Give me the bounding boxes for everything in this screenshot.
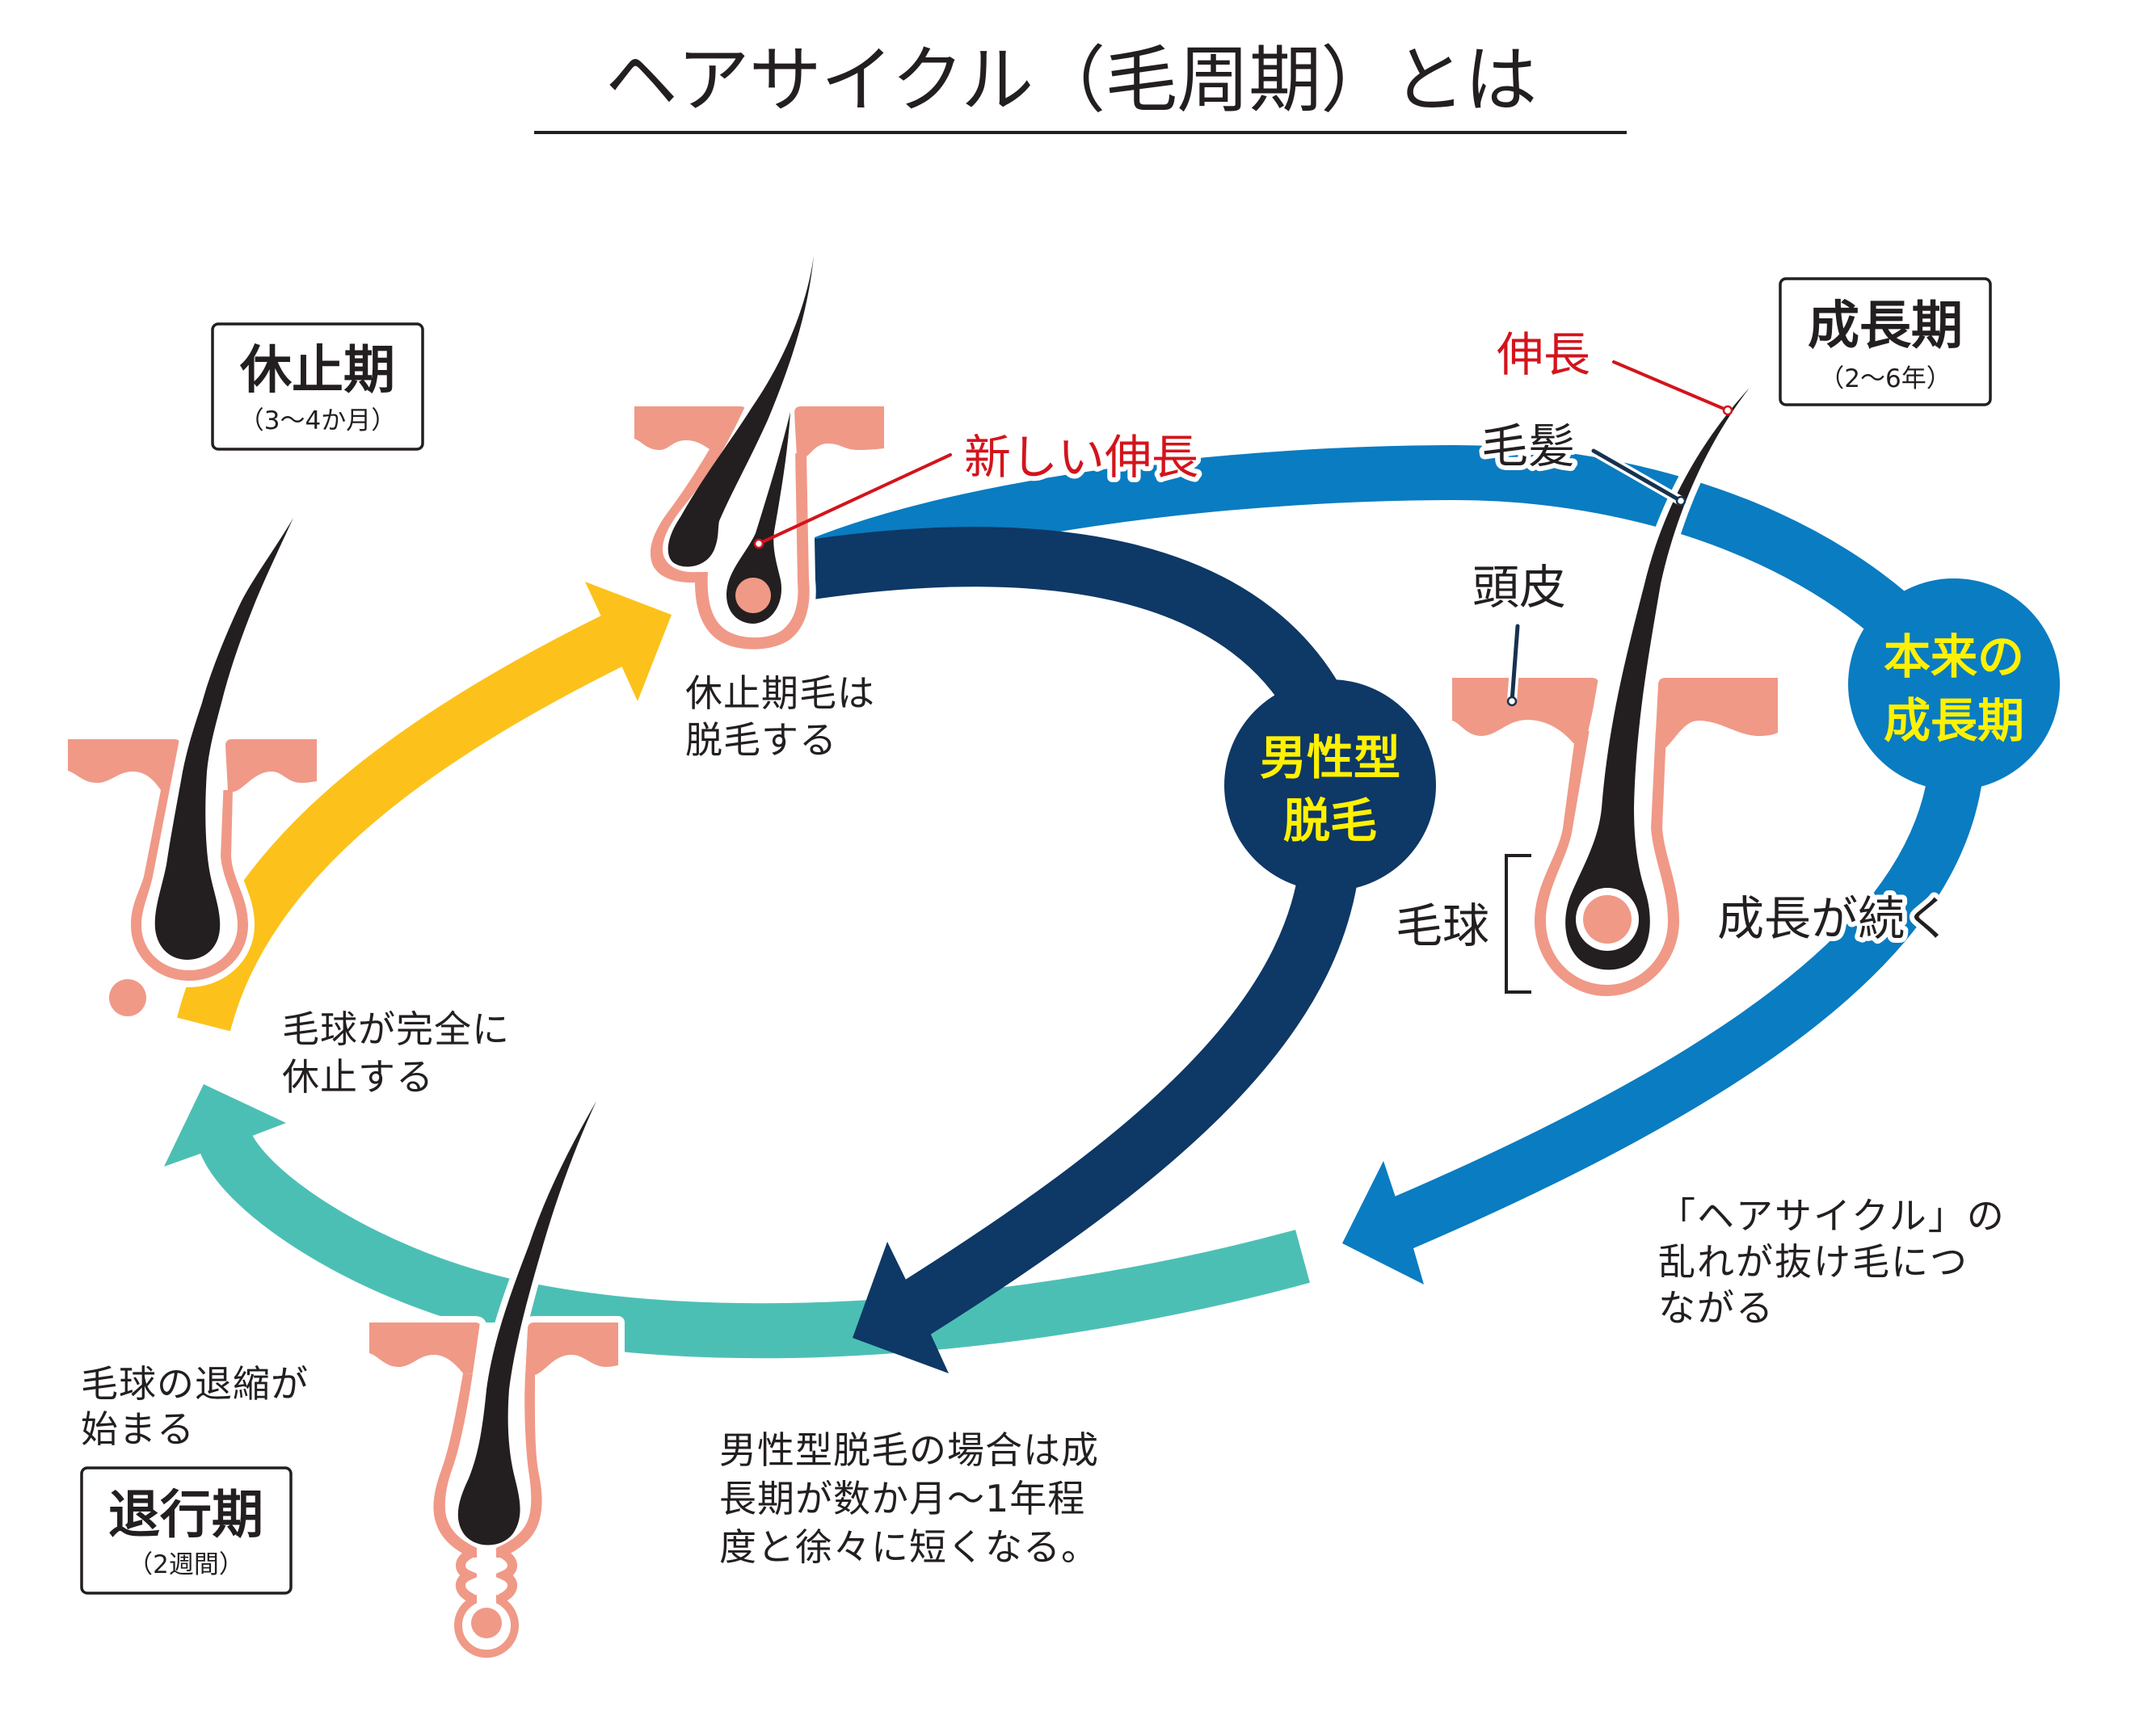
- phase-catagen-duration: （2週間）: [128, 1550, 244, 1579]
- badge-androgenetic-alopecia-line-2: 脱毛: [1283, 793, 1377, 848]
- note-line: 「ヘアサイクル」の: [1658, 1194, 2006, 1238]
- note-line: 長期が数か月〜1年程: [719, 1477, 1085, 1520]
- badge-androgenetic-alopecia-circle: [1224, 679, 1436, 891]
- note-line: 休止する: [282, 1055, 434, 1099]
- note-line: 男性型脱毛の場合は成: [719, 1428, 1099, 1472]
- phase-telogen-duration: （3〜4か月）: [239, 406, 396, 435]
- phase-anagen-name: 成長期: [1808, 296, 1963, 356]
- arrow-normal-anagen-shaft: [797, 445, 1986, 1250]
- note-line: 始まる: [81, 1407, 195, 1451]
- growth-leader-end: [1722, 405, 1733, 416]
- arrow-telogen-to-anagen: [177, 582, 672, 1032]
- badge-normal-anagen-circle: [1848, 578, 2060, 790]
- hair-shaft-leader-line: [1591, 448, 1683, 503]
- arrow-androgenetic-alopecia-shaft: [795, 527, 1362, 1335]
- phase-telogen-box: 休止期 （3〜4か月）: [211, 322, 424, 451]
- title-block: ヘアサイクル（毛周期）とは: [534, 38, 1627, 134]
- note-line: 毛球の退縮が: [81, 1362, 309, 1406]
- note-line: ながる: [1658, 1286, 1775, 1330]
- growth-label: 伸長: [1497, 327, 1590, 382]
- note-line: 脱毛する: [685, 718, 837, 762]
- note-line: 毛球が完全に: [282, 1007, 510, 1051]
- phase-catagen-frame: [80, 1466, 293, 1595]
- phase-telogen-frame: [211, 322, 424, 451]
- badge-normal-anagen-line-2: 成長期: [1884, 693, 2024, 748]
- dermal-papilla: [1583, 895, 1632, 944]
- badge-labels: 本来の 成長期 男性型 脱毛: [1260, 629, 2024, 848]
- detached-dermal-papilla: [109, 979, 146, 1016]
- phase-anagen-duration: （2〜6年）: [1819, 364, 1951, 393]
- scalp-label: 頭皮: [1472, 560, 1566, 615]
- note-cycle-disruption: 「ヘアサイクル」の 乱れが抜け毛につ ながる: [1658, 1194, 2006, 1330]
- phase-telogen-name: 休止期: [239, 341, 395, 401]
- arrow-telogen-to-anagen-head: [585, 582, 672, 701]
- growth-continues-label: 成長が続く: [1717, 891, 1952, 946]
- arrow-telogen-to-anagen-shaft: [177, 614, 629, 1032]
- badge-normal-anagen-line-1: 本来の: [1884, 629, 2024, 684]
- note-aga-shortened-anagen: 男性型脱毛の場合は成 長期が数か月〜1年程 度と徐々に短くなる。: [719, 1428, 1099, 1569]
- note-bulb-regression-begins: 毛球の退縮が 始まる: [81, 1362, 309, 1451]
- note-telogen-hair-shed: 休止期毛は 脱毛する: [685, 671, 875, 762]
- arrow-androgenetic-alopecia-head: [853, 1242, 949, 1373]
- arrow-normal-anagen-head: [1342, 1161, 1424, 1285]
- follicle-early-anagen: [634, 255, 884, 650]
- badge-androgenetic-alopecia-line-1: 男性型: [1260, 730, 1400, 785]
- phase-anagen-box: 成長期 （2〜6年）: [1779, 277, 1992, 406]
- arrow-normal-anagen: [797, 445, 2060, 1285]
- follicle-telogen: [68, 518, 317, 1016]
- dermal-papilla: [471, 1608, 502, 1638]
- phase-anagen-frame: [1779, 277, 1992, 406]
- follicle-anagen: [1452, 388, 1778, 996]
- page-title: ヘアサイクル（毛周期）とは: [605, 38, 1537, 123]
- arrow-catagen-to-telogen-head: [164, 1084, 286, 1167]
- scalp-leader-line: [1510, 624, 1520, 704]
- regressing-neck-left: [455, 1548, 482, 1603]
- new-growth-leader-end: [753, 538, 764, 549]
- note-bulb-fully-resting: 毛球が完全に 休止する: [282, 1007, 510, 1099]
- new-growth-label: 新しい伸長: [964, 430, 1198, 485]
- follicle-catagen: [369, 1101, 618, 1658]
- phase-catagen-box: 退行期 （2週間）: [80, 1466, 293, 1595]
- scalp-leader-end: [1506, 696, 1518, 707]
- hair-shaft-label: 毛髪: [1481, 418, 1575, 473]
- annotations: 新しい伸長 伸長 毛髪 頭皮 毛球 成長が続く: [753, 327, 1956, 994]
- note-line: 休止期毛は: [685, 671, 875, 715]
- new-growth-leader-line: [757, 453, 952, 545]
- growth-leader-line: [1612, 360, 1729, 412]
- hair-bulb-bracket: [1505, 854, 1531, 994]
- arrow-androgenetic-alopecia: [795, 527, 1436, 1373]
- hair-bulb-label: 毛球: [1396, 898, 1489, 953]
- phase-catagen-name: 退行期: [108, 1486, 263, 1545]
- regressing-neck-right: [491, 1548, 518, 1603]
- dermal-papilla: [735, 578, 771, 613]
- note-line: 乱れが抜け毛につ: [1658, 1240, 1969, 1284]
- hair-shaft-leader-end: [1675, 495, 1686, 507]
- note-line: 度と徐々に短くなる。: [719, 1525, 1099, 1569]
